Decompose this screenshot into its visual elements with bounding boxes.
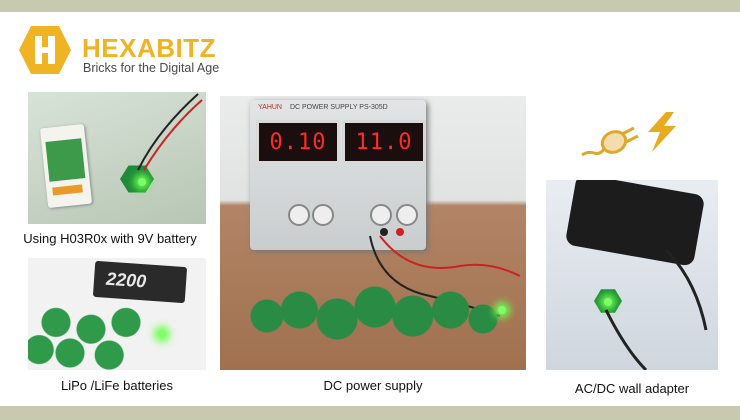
caption-dc-power-supply: DC power supply xyxy=(323,378,423,393)
knob xyxy=(288,204,310,226)
wall-adapter-photo xyxy=(546,180,718,370)
dc-power-supply-photo: YAHUN DC POWER SUPPLY PS-305D 0.10 11.0 xyxy=(220,96,526,370)
bottom-band xyxy=(0,406,740,420)
plug-lightning-icon xyxy=(578,100,678,167)
supply-brand-label: YAHUN DC POWER SUPPLY PS-305D xyxy=(258,104,388,111)
brand-name: HEXABITZ xyxy=(82,33,216,63)
caption-lipo-batteries: LiPo /LiFe batteries xyxy=(60,378,173,393)
caption-wall-adapter: AC/DC wall adapter xyxy=(574,381,690,396)
brand-tagline: Bricks for the Digital Age xyxy=(83,61,220,75)
knob xyxy=(396,204,418,226)
knob xyxy=(312,204,334,226)
caption-9v-battery: Using H03R0x with 9V battery xyxy=(23,231,197,246)
battery-capacity-label: 2200 xyxy=(105,268,147,292)
top-band xyxy=(0,0,740,12)
voltage-display: 11.0 xyxy=(342,120,426,164)
9v-battery-photo xyxy=(28,92,206,224)
knob xyxy=(370,204,392,226)
hexabitz-logo-icon xyxy=(18,24,72,81)
current-display: 0.10 xyxy=(256,120,340,164)
lipo-battery-photo: 2200 xyxy=(28,258,206,370)
